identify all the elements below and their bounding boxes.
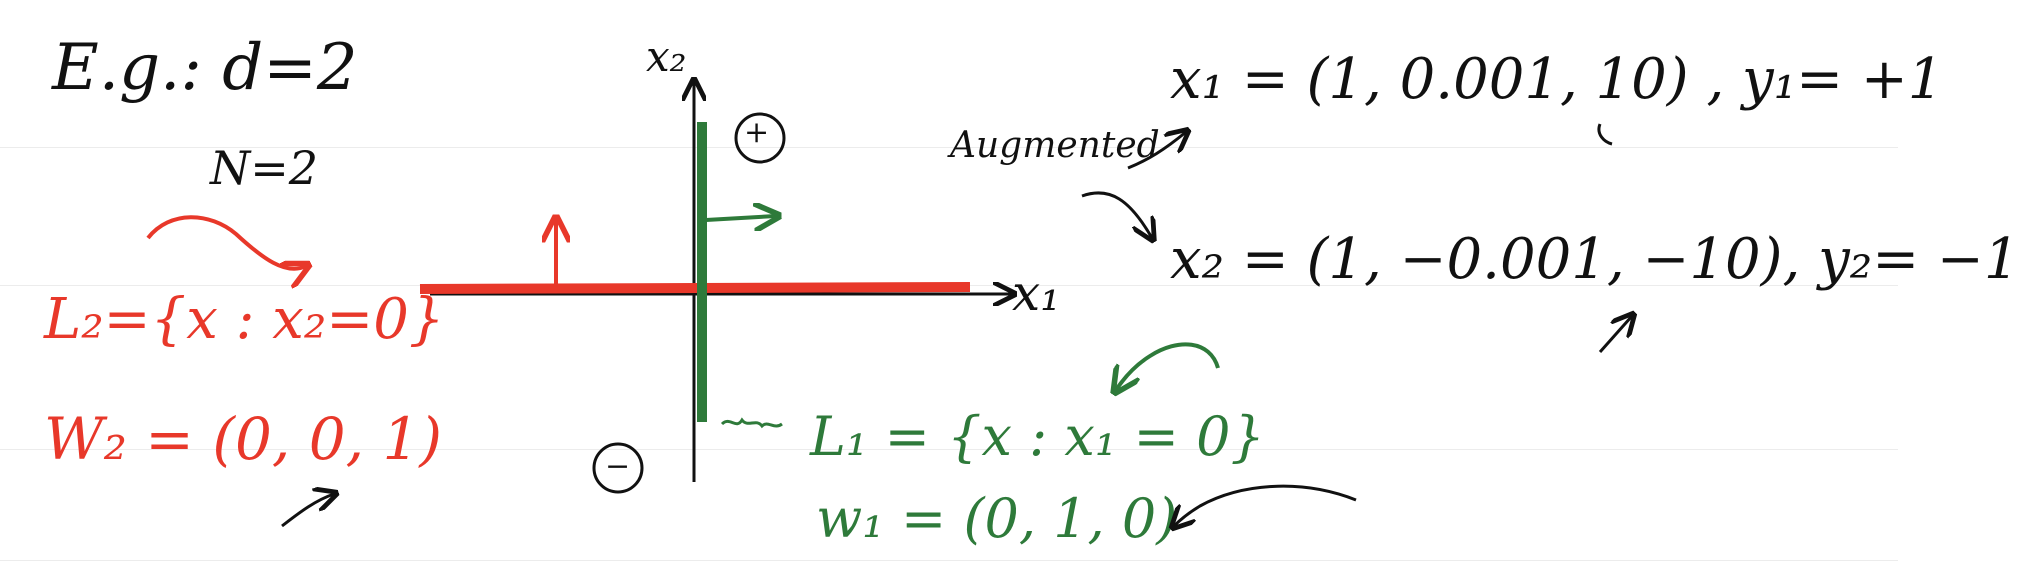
ruled-line [0, 449, 1898, 450]
minus-circle [592, 442, 644, 494]
minus-sign: − [605, 449, 631, 484]
w1-pointer-arrow [1174, 484, 1357, 526]
x1-vector: x₁ = (1, 0.001, 10) , y₁= +1 [1170, 47, 1944, 112]
w2-vector: W₂ = (0, 0, 1) [44, 405, 443, 473]
augmented-label: Augmented [950, 125, 1160, 166]
ten-underline [1597, 123, 1613, 146]
drawing-layer [146, 0, 1898, 568]
minus-ten-arrow [1598, 316, 1632, 353]
w1-normal-arrow [705, 216, 776, 220]
n-label: N=2 [210, 141, 319, 195]
x2-vector: x₂ = (1, −0.001, −10), y₂= −1 [1170, 227, 2019, 292]
ruled-line [0, 560, 1898, 561]
plus-circle [734, 112, 786, 164]
example-label: E.g.: d=2 [52, 31, 358, 105]
red-curvy-arrow [146, 215, 306, 269]
l2-definition: L₂={x : x₂=0} [44, 287, 445, 352]
x2-axis-label: x₂ [646, 32, 687, 81]
augmented-arrow-down [1081, 191, 1152, 238]
augmented-arrow-up [1127, 132, 1186, 170]
w2-pointer-arrow [281, 494, 334, 528]
green-squiggle [720, 417, 783, 429]
l2-decision-line [419, 282, 971, 294]
ruled-line [0, 147, 1898, 148]
x1-axis-label: x₁ [1012, 264, 1061, 322]
green-curvy-arrow [1116, 342, 1220, 390]
l1-definition: L₁ = {x : x₁ = 0} [810, 405, 1265, 468]
w1-vector: w₁ = (0, 1, 0) [816, 487, 1178, 550]
plus-sign: + [744, 115, 770, 150]
